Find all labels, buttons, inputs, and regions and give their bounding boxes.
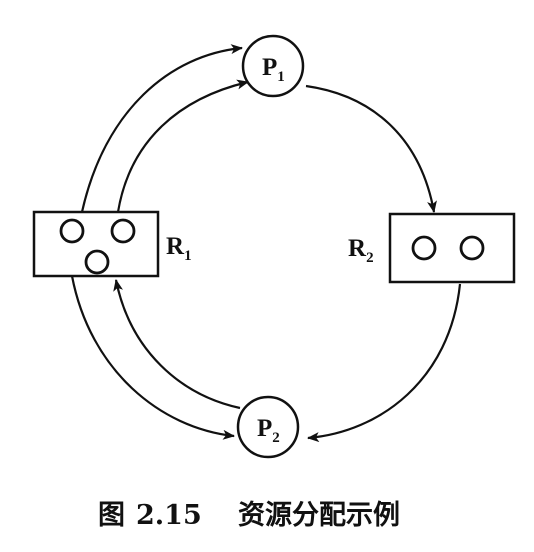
caption-title: 资源分配示例 xyxy=(238,500,400,531)
edge-p1-to-r2 xyxy=(305,84,437,213)
resource-r1-instance xyxy=(59,218,85,244)
resource-r2-instance xyxy=(411,235,437,261)
resource-r2-instance xyxy=(459,235,485,261)
process-node-p2: P2 xyxy=(236,395,300,459)
process-p1-label: P1 xyxy=(262,54,285,85)
process-p2-main: P xyxy=(257,415,272,442)
edge-r1-to-p1-inner xyxy=(116,79,249,213)
process-node-p1: P1 xyxy=(241,34,305,98)
resource-r1-instance xyxy=(84,249,110,275)
resource-r1-instance xyxy=(110,218,136,244)
edge-r1-to-p2-outer xyxy=(70,275,235,440)
resource-r2-sub: 2 xyxy=(366,250,374,266)
edge-r1-to-p1-outer xyxy=(80,44,243,213)
resource-r2-box xyxy=(388,212,516,284)
resource-r2-main: R xyxy=(348,235,367,262)
process-p2-circle xyxy=(236,395,300,459)
resource-r1-main: R xyxy=(166,233,185,260)
process-p1-circle xyxy=(241,34,305,98)
caption-number: 2.15 xyxy=(136,500,202,531)
caption-prefix: 图 xyxy=(98,500,125,531)
process-p1-main: P xyxy=(262,54,277,81)
process-p1-sub: 1 xyxy=(277,69,285,85)
edges xyxy=(70,44,462,443)
resource-r2-label: R2 xyxy=(348,235,374,266)
resource-r1-label: R1 xyxy=(166,233,192,264)
figure-caption: 图 2.15 资源分配示例 xyxy=(98,500,400,531)
process-p2-sub: 2 xyxy=(272,430,280,446)
resource-node-r2: R2 xyxy=(348,212,516,284)
edge-p2-to-r1 xyxy=(113,279,241,410)
edge-r2-to-p2 xyxy=(307,283,462,443)
resource-r1-sub: 1 xyxy=(184,248,192,264)
resource-node-r1: R1 xyxy=(32,210,192,278)
process-p2-label: P2 xyxy=(257,415,280,446)
